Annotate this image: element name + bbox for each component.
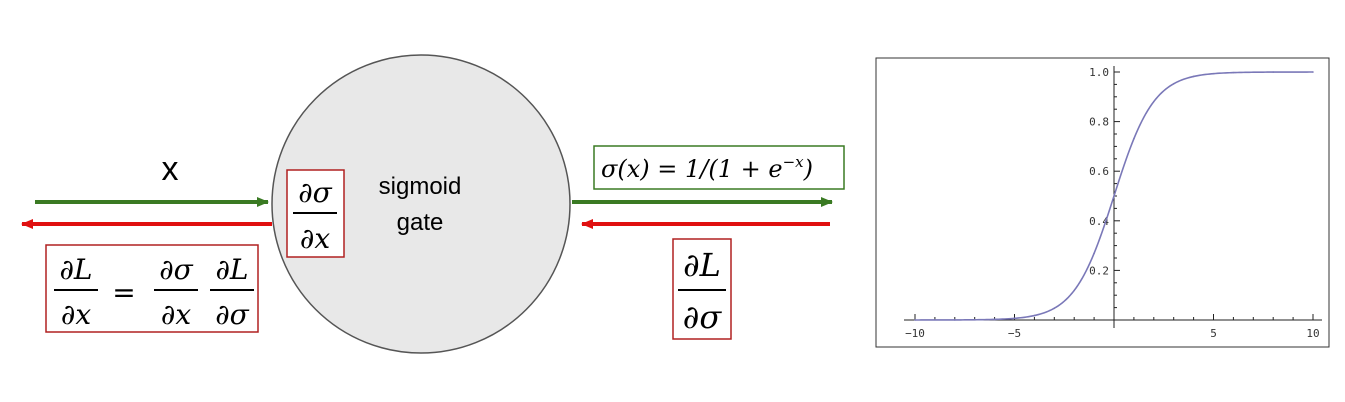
input-label: x bbox=[162, 150, 179, 188]
data-point bbox=[1272, 71, 1274, 73]
output-formula-exponent: −x bbox=[783, 153, 805, 171]
upstream-gradient-box: ∂L ∂σ bbox=[672, 238, 732, 340]
x-tick-label: 5 bbox=[1210, 327, 1217, 340]
sigmoid-gate-node bbox=[271, 54, 571, 354]
plot-series bbox=[914, 71, 1314, 321]
data-point bbox=[1033, 314, 1036, 317]
data-point bbox=[1172, 82, 1175, 85]
plot-frame bbox=[875, 57, 1330, 348]
data-point bbox=[1093, 252, 1095, 255]
local-gradient-denominator: ∂x bbox=[300, 222, 330, 255]
gate-label-line2: gate bbox=[397, 209, 444, 236]
chain-factor1-denominator: ∂x bbox=[161, 298, 191, 331]
gate-label-line1: sigmoid bbox=[379, 173, 462, 200]
output-formula-close: ) bbox=[803, 155, 813, 183]
y-tick-label: 0.2 bbox=[1089, 264, 1109, 277]
data-point bbox=[1053, 307, 1056, 310]
y-tick-label: 1.0 bbox=[1089, 66, 1109, 79]
chain-equals: = bbox=[112, 276, 135, 309]
data-point bbox=[954, 319, 956, 321]
local-gradient-numerator: ∂σ bbox=[298, 176, 332, 209]
x-tick-label: −5 bbox=[1008, 327, 1021, 340]
data-point bbox=[1232, 71, 1235, 74]
data-point bbox=[1192, 75, 1195, 78]
output-formula-box: σ(x) = 1/(1 + e−x) bbox=[593, 145, 845, 190]
output-formula-main: σ(x) = 1/(1 + e bbox=[601, 155, 783, 183]
chain-factor1-numerator: ∂σ bbox=[159, 253, 193, 286]
y-tick-label: 0.6 bbox=[1089, 165, 1109, 178]
data-point bbox=[993, 318, 996, 321]
data-point bbox=[1312, 71, 1314, 73]
data-point bbox=[914, 319, 916, 321]
x-tick-label: 10 bbox=[1306, 327, 1319, 340]
local-gradient-box: ∂σ ∂x bbox=[286, 169, 345, 258]
x-tick-label: −10 bbox=[905, 327, 925, 340]
data-point bbox=[1013, 317, 1016, 320]
chain-lhs-numerator: ∂L bbox=[59, 253, 92, 286]
chain-factor2-numerator: ∂L bbox=[215, 253, 248, 286]
chain-factor2-denominator: ∂σ bbox=[215, 298, 249, 331]
chain-rule-box: ∂L ∂x = ∂σ ∂x ∂L ∂σ bbox=[45, 244, 259, 333]
upstream-gradient-numerator: ∂L bbox=[683, 246, 721, 284]
svg-text:σ(x) = 1/(1 + e−x): σ(x) = 1/(1 + e−x) bbox=[601, 153, 813, 183]
data-point bbox=[1073, 289, 1075, 292]
y-tick-label: 0.8 bbox=[1089, 116, 1109, 129]
data-point bbox=[1113, 195, 1115, 197]
data-point bbox=[1212, 72, 1215, 75]
upstream-gradient-denominator: ∂σ bbox=[683, 298, 723, 336]
data-point bbox=[1153, 100, 1155, 103]
chain-lhs-denominator: ∂x bbox=[61, 298, 91, 331]
data-point bbox=[1133, 137, 1135, 140]
